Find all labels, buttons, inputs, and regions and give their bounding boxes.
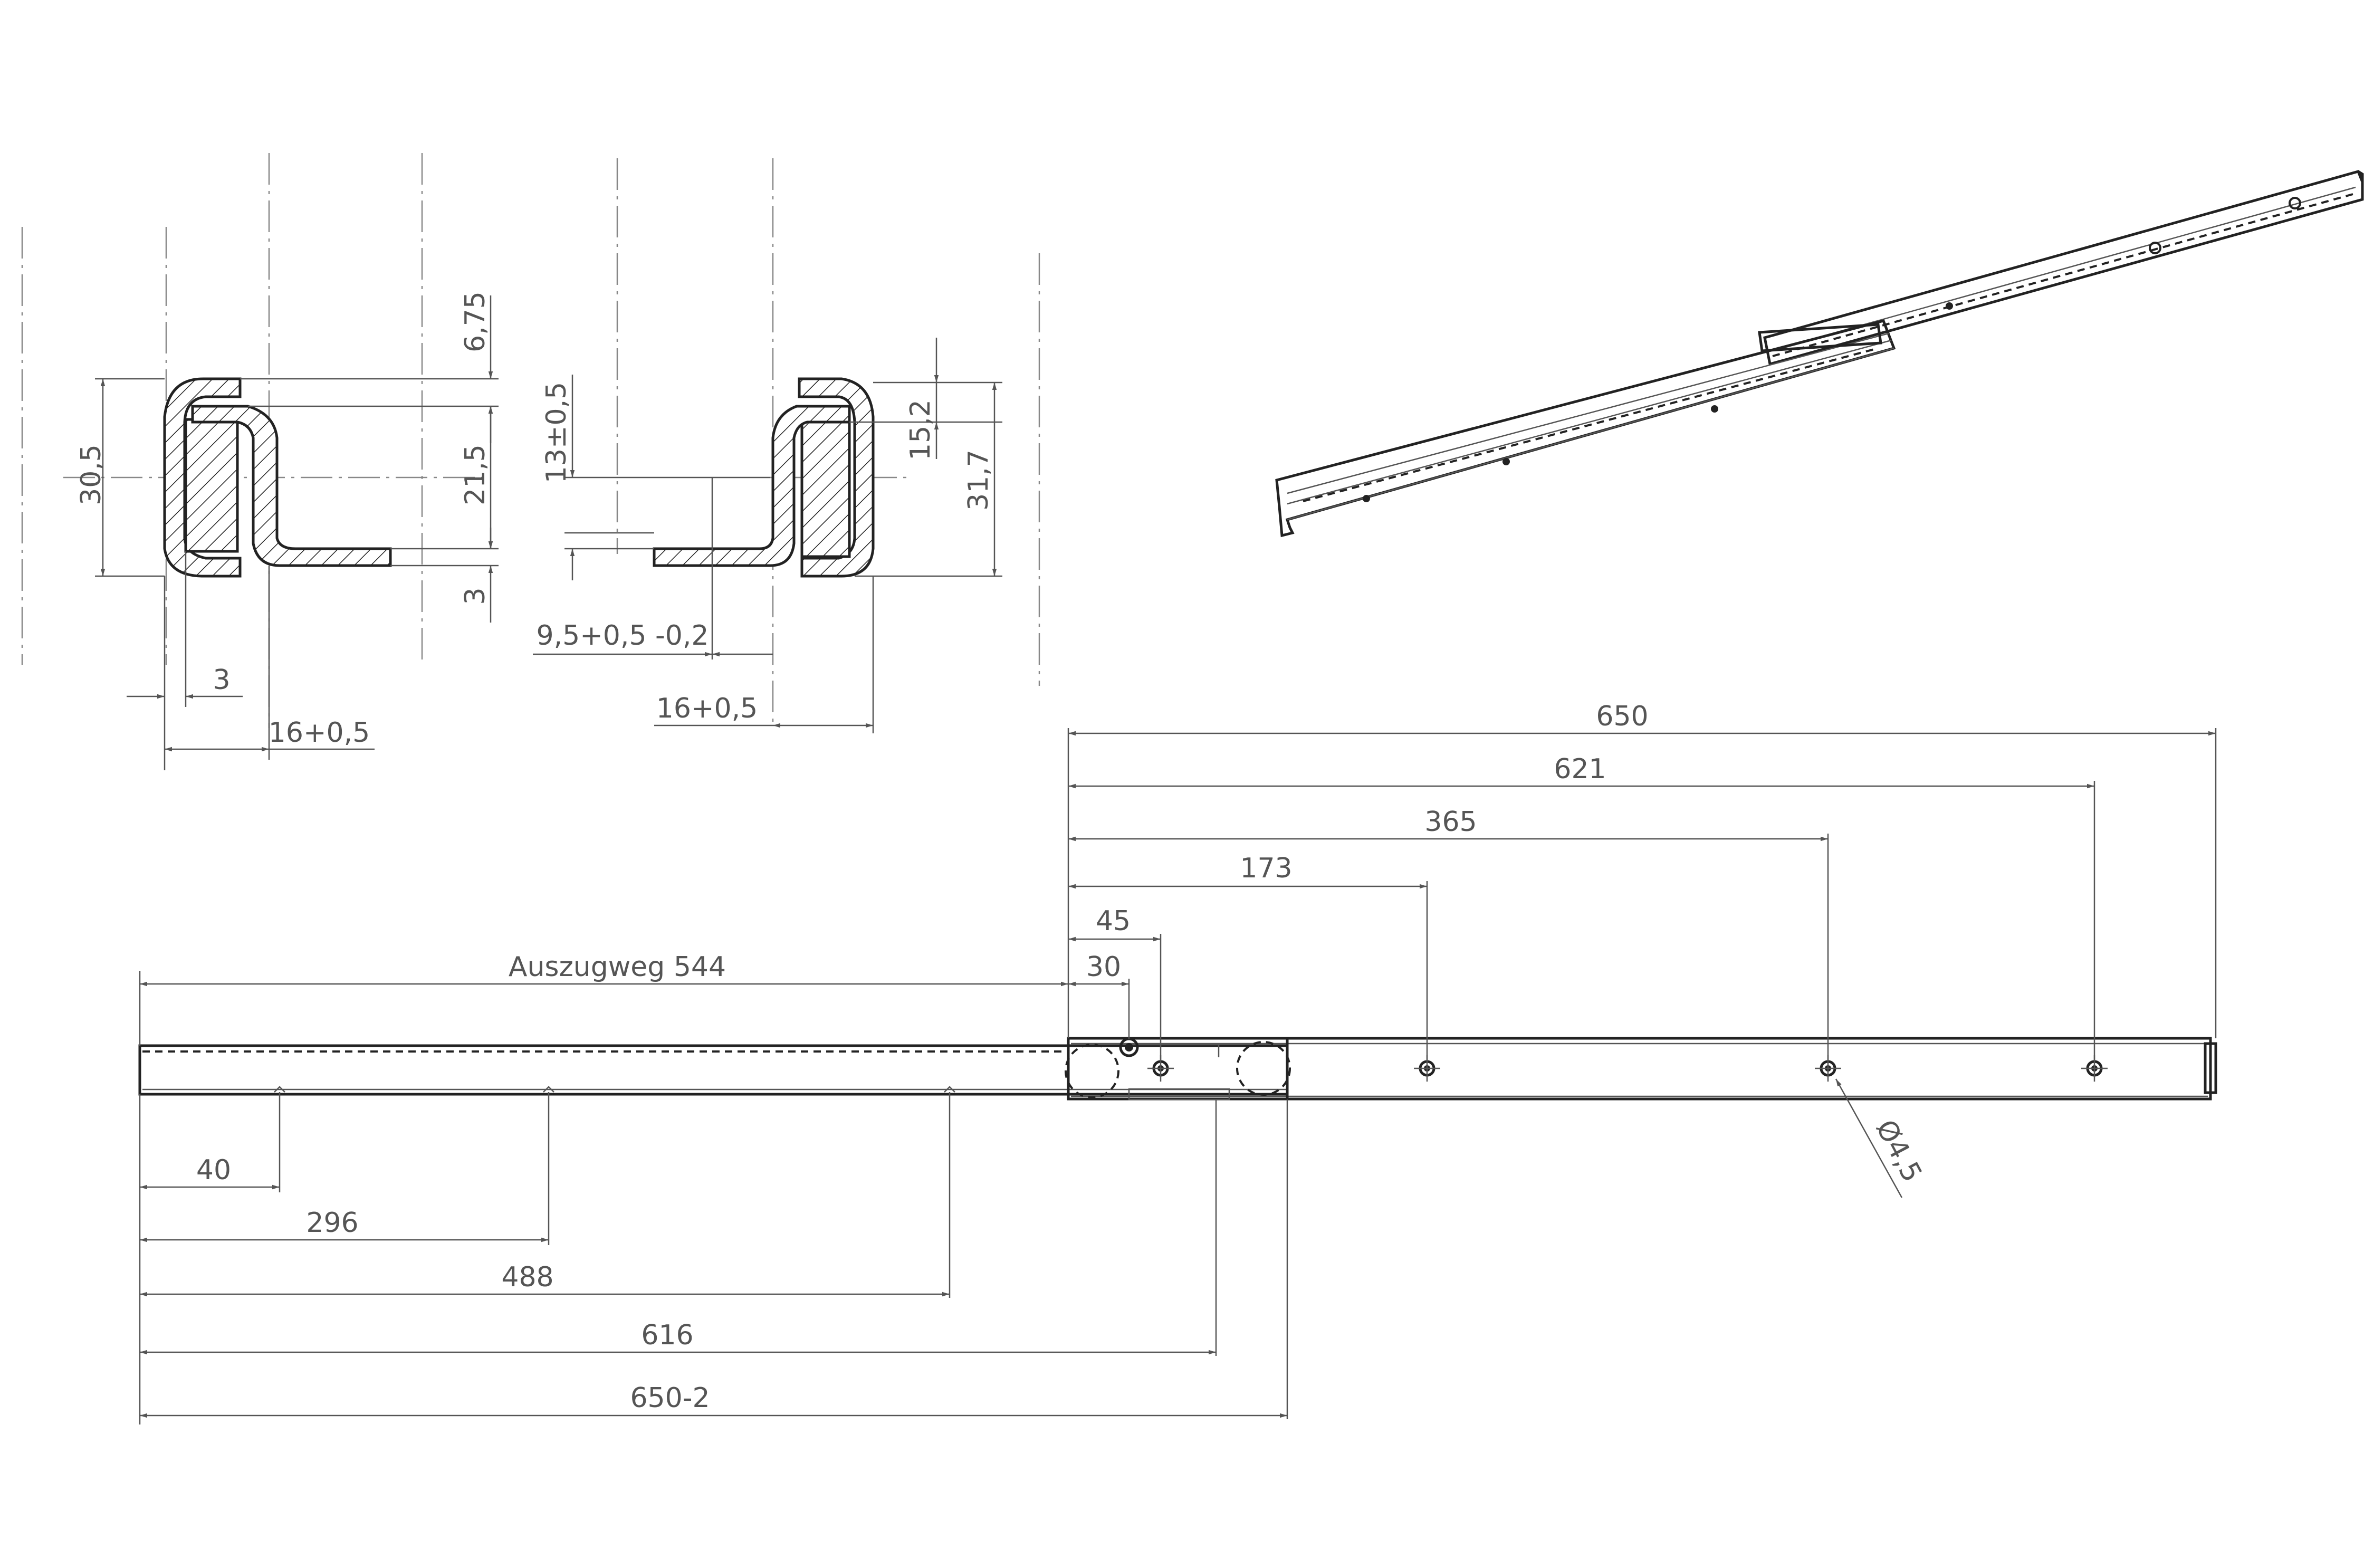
dim-40: 40: [196, 1154, 231, 1186]
dim-621: 621: [1554, 753, 1606, 785]
dim-9-5: 9,5+0,5 -0,2: [537, 620, 709, 652]
right-cross-section: 13±0,5 15,2 31,7 9,5+0,5 -0,2 16+0,5: [533, 158, 1040, 733]
outer-profile: [163, 377, 242, 578]
dim-365: 365: [1424, 806, 1477, 838]
dim-45: 45: [1096, 905, 1131, 937]
inner-block-right: [800, 420, 851, 558]
inner-block: [184, 418, 239, 553]
dim-16-right: 16+0,5: [656, 693, 758, 724]
inner-profile-right: [653, 405, 851, 567]
mounting-hole: [1119, 1037, 1139, 1057]
dim-3-horizontal: 3: [213, 664, 230, 696]
dim-650: 650: [1596, 701, 1648, 732]
hole-diameter-label: Ø4,5: [1870, 1115, 1928, 1187]
dim-173: 173: [1240, 853, 1292, 884]
dim-488: 488: [501, 1261, 553, 1293]
dim-650-2: 650-2: [630, 1382, 710, 1414]
dim-31-7: 31,7: [963, 450, 994, 511]
dim-3-vertical: 3: [460, 587, 491, 605]
inner-profile: [191, 405, 392, 567]
dim-616: 616: [641, 1320, 693, 1351]
isometric-rail-view: [1275, 169, 2364, 538]
dim-6-75: 6,75: [460, 291, 491, 352]
mounting-hole: [1414, 1055, 1440, 1082]
dim-30: 30: [1086, 951, 1121, 983]
dim-30-5: 30,5: [75, 444, 107, 505]
travel-dimension: Auszugweg 544: [509, 951, 726, 983]
dim-296: 296: [306, 1207, 358, 1239]
dim-16-left: 16+0,5: [269, 717, 370, 749]
inner-rail-extended: [138, 1044, 1289, 1096]
dim-13: 13±0,5: [541, 382, 572, 483]
mounting-hole: [2081, 1055, 2108, 1082]
left-cross-section: 30,5 6,75 21,5 3 3 16+0,5: [21, 153, 499, 770]
dim-15-2: 15,2: [905, 399, 936, 461]
outer-profile-right: [798, 377, 875, 578]
dim-21-5: 21,5: [460, 444, 491, 505]
front-view: 650 621 365 173 45 30 Auszugweg 544 40 2…: [138, 701, 2217, 1424]
